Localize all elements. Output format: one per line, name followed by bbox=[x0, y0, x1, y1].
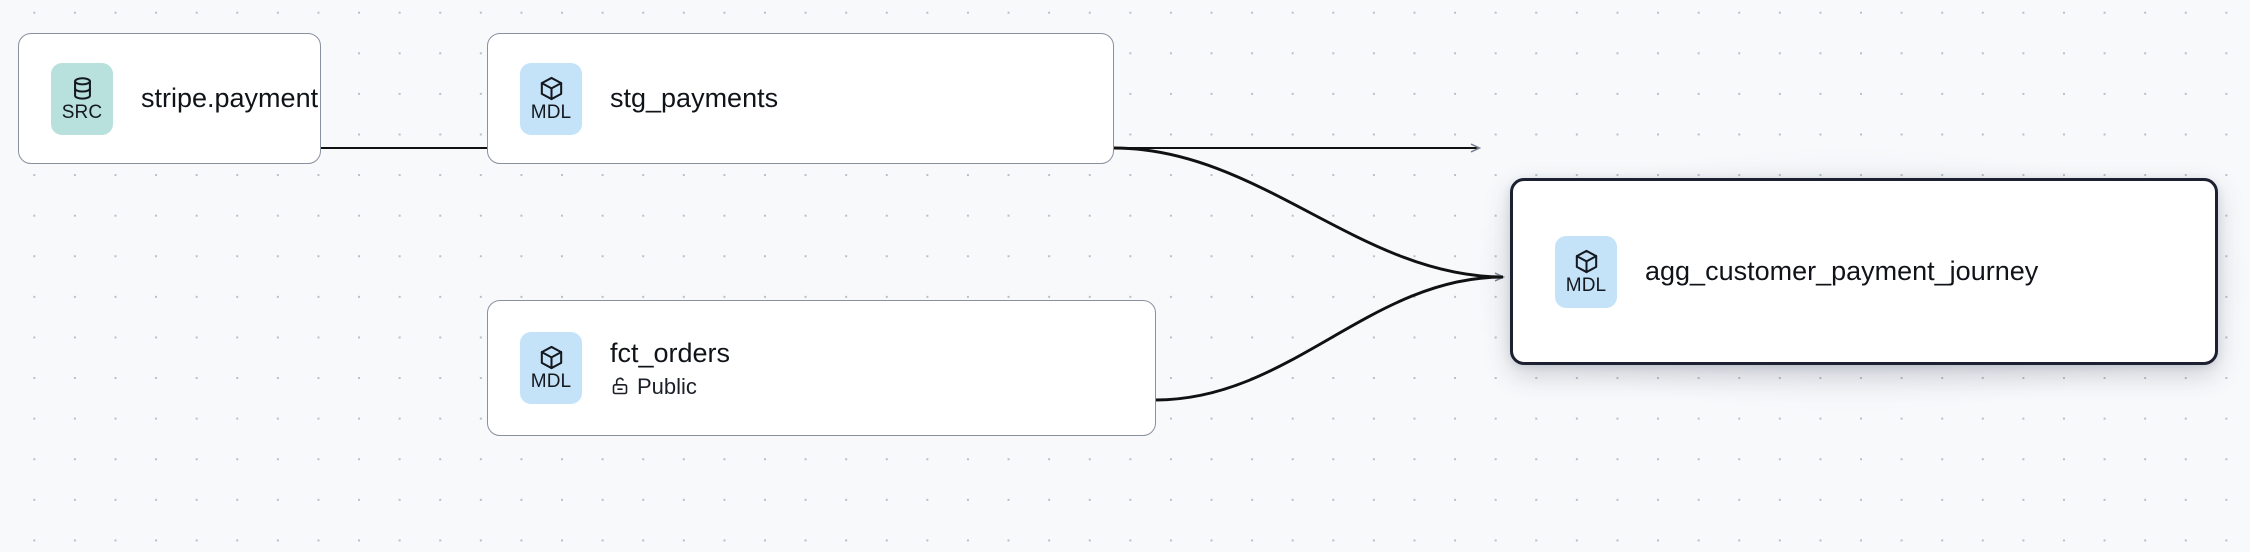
node-title: stg_payments bbox=[610, 83, 779, 113]
node-badge-label: SRC bbox=[61, 101, 103, 123]
node-body: stripe.payment bbox=[141, 83, 318, 114]
cube-icon bbox=[538, 75, 565, 102]
node-badge-src: SRC bbox=[51, 62, 113, 135]
node-visibility-label: Public bbox=[637, 373, 697, 399]
node-body: fct_orders Public bbox=[610, 338, 730, 399]
node-title: fct_orders bbox=[610, 337, 731, 368]
node-badge-label: MDL bbox=[1565, 274, 1607, 296]
lineage-node-stg-payments[interactable]: MDL stg_payments bbox=[487, 33, 1114, 164]
lineage-node-fct-orders[interactable]: MDL fct_orders Public bbox=[487, 300, 1156, 436]
cube-icon bbox=[538, 344, 565, 371]
node-title: agg_customer_payment_journey bbox=[1645, 256, 2039, 286]
cube-icon bbox=[1573, 248, 1600, 275]
node-body: agg_customer_payment_journey bbox=[1645, 256, 2038, 287]
database-icon bbox=[69, 75, 96, 102]
lineage-node-agg-customer-payment-journey[interactable]: MDL agg_customer_payment_journey bbox=[1510, 178, 2218, 365]
node-badge-mdl: MDL bbox=[1555, 235, 1617, 308]
edge-stg-to-agg bbox=[1113, 146, 1503, 277]
lineage-node-stripe-payment[interactable]: SRC stripe.payment bbox=[18, 33, 321, 164]
node-badge-mdl: MDL bbox=[520, 62, 582, 135]
node-badge-mdl: MDL bbox=[520, 332, 582, 404]
node-title: stripe.payment bbox=[141, 83, 319, 113]
node-body: stg_payments bbox=[610, 83, 778, 114]
node-badge-label: MDL bbox=[530, 101, 572, 123]
node-visibility: Public bbox=[610, 374, 730, 399]
node-badge-label: MDL bbox=[530, 371, 572, 392]
edge-fct-to-agg bbox=[1155, 275, 1504, 402]
unlock-icon bbox=[610, 376, 630, 396]
